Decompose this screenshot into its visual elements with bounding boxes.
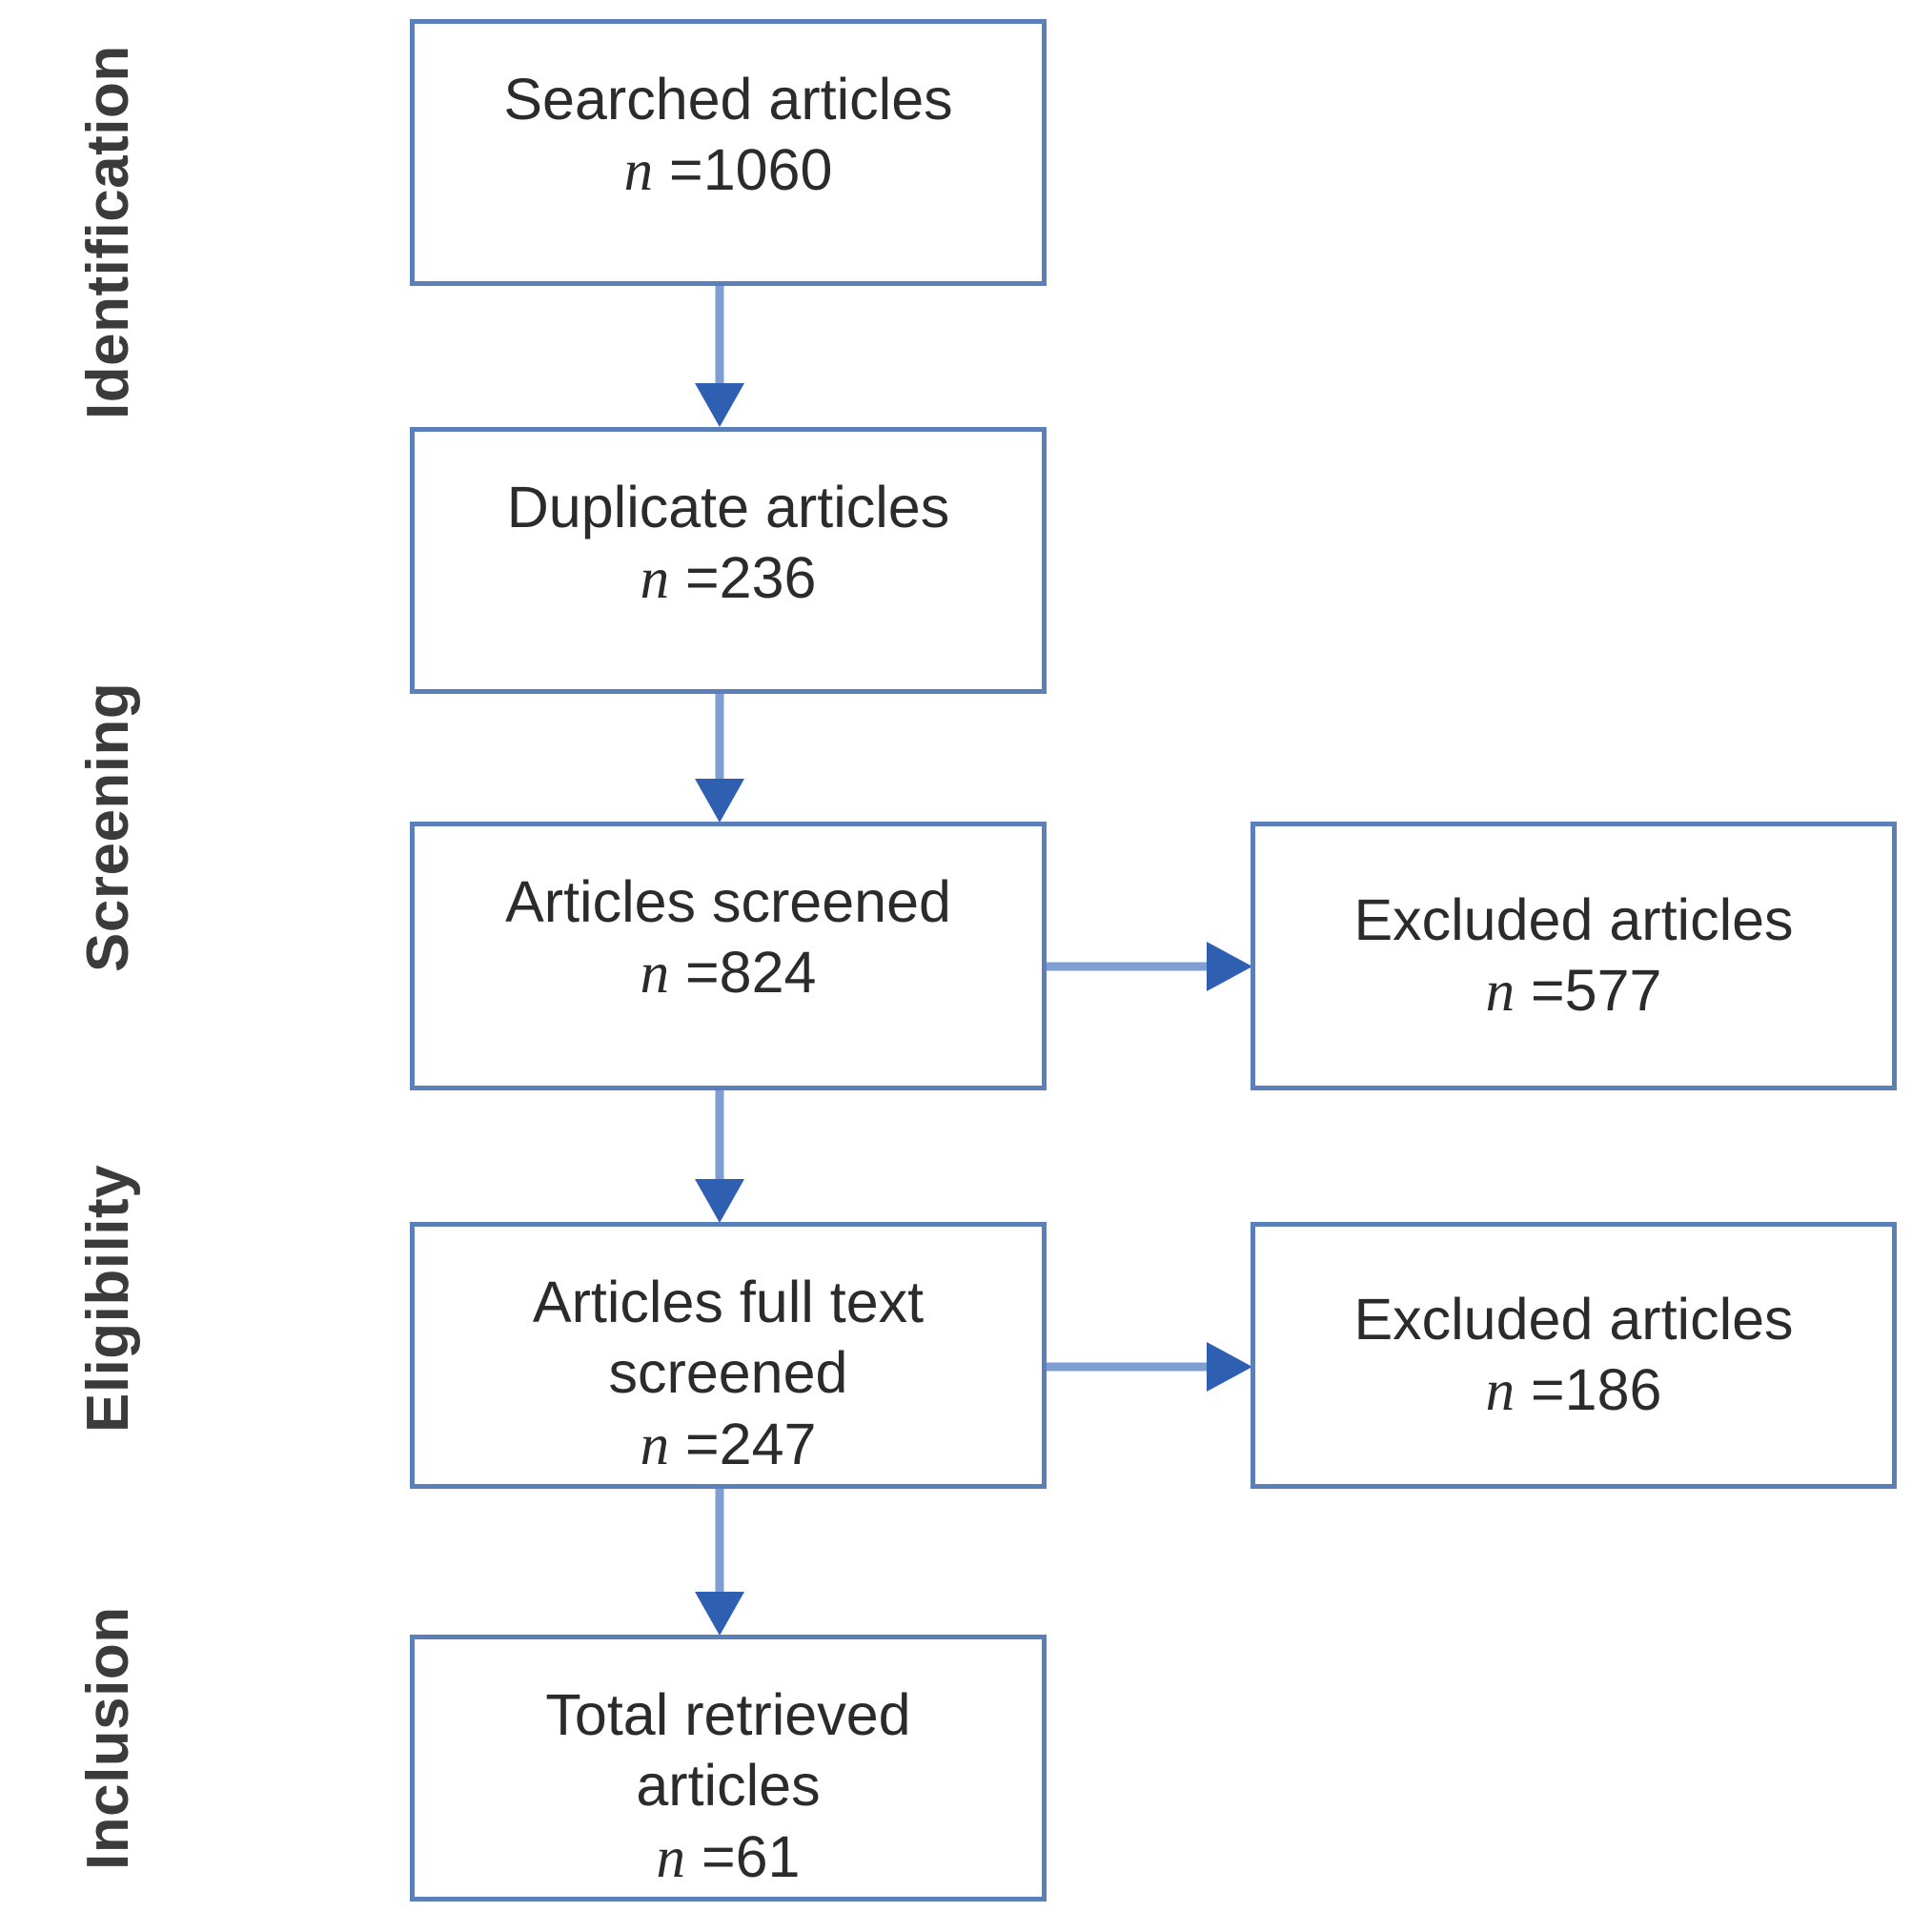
node-duplicate-articles-title: Duplicate articles bbox=[506, 475, 950, 539]
equals-symbol: = bbox=[669, 545, 720, 611]
arrow-screened-to-excluded-577 bbox=[1043, 926, 1254, 1007]
node-searched-articles-count: n =1060 bbox=[624, 134, 833, 207]
arrow-screened-to-fulltext bbox=[680, 1088, 760, 1225]
equals-symbol: = bbox=[1515, 958, 1565, 1023]
node-total-retrieved-articles-count: n =61 bbox=[657, 1821, 801, 1894]
n-symbol: n bbox=[623, 139, 654, 204]
equals-symbol: = bbox=[685, 1823, 736, 1889]
arrow-duplicate-to-screened bbox=[680, 691, 760, 824]
node-articles-screened-title: Articles screened bbox=[505, 869, 951, 934]
n-symbol: n bbox=[656, 1825, 686, 1890]
n-symbol: n bbox=[640, 1413, 670, 1477]
count-value: 1060 bbox=[702, 137, 833, 203]
node-searched-articles-title: Searched articles bbox=[503, 67, 953, 132]
node-articles-full-text-screened[interactable]: Articles full text screened n =247 bbox=[410, 1222, 1047, 1489]
node-excluded-articles-fulltext-count: n =186 bbox=[1486, 1354, 1662, 1427]
equals-symbol: = bbox=[1515, 1357, 1565, 1422]
node-duplicate-articles[interactable]: Duplicate articles n =236 bbox=[410, 427, 1047, 694]
node-excluded-articles-screening-title: Excluded articles bbox=[1353, 886, 1794, 952]
node-excluded-articles-fulltext-title: Excluded articles bbox=[1353, 1286, 1794, 1352]
count-value: 186 bbox=[1564, 1357, 1662, 1422]
node-total-retrieved-articles[interactable]: Total retrieved articles n =61 bbox=[410, 1635, 1047, 1901]
node-articles-screened-count: n =824 bbox=[641, 937, 817, 1009]
n-symbol: n bbox=[1485, 1359, 1515, 1423]
node-articles-full-text-screened-count: n =247 bbox=[641, 1409, 817, 1481]
equals-symbol: = bbox=[653, 137, 703, 203]
count-value: 577 bbox=[1564, 958, 1662, 1023]
node-duplicate-articles-count: n =236 bbox=[641, 542, 817, 615]
node-excluded-articles-fulltext[interactable]: Excluded articles n =186 bbox=[1251, 1222, 1897, 1489]
n-symbol: n bbox=[1485, 960, 1515, 1024]
count-value: 247 bbox=[719, 1411, 817, 1476]
node-excluded-articles-screening[interactable]: Excluded articles n =577 bbox=[1251, 822, 1897, 1090]
equals-symbol: = bbox=[669, 1411, 720, 1476]
node-total-retrieved-articles-title: Total retrieved articles bbox=[545, 1682, 911, 1819]
count-value: 824 bbox=[719, 940, 817, 1006]
node-searched-articles[interactable]: Searched articles n =1060 bbox=[410, 19, 1047, 286]
count-value: 61 bbox=[735, 1823, 801, 1889]
node-excluded-articles-screening-count: n =577 bbox=[1486, 955, 1662, 1027]
arrow-fulltext-to-excluded-186 bbox=[1043, 1327, 1254, 1407]
arrow-fulltext-to-total bbox=[680, 1487, 760, 1637]
arrow-searched-to-duplicate bbox=[680, 284, 760, 429]
n-symbol: n bbox=[640, 547, 670, 612]
n-symbol: n bbox=[640, 942, 670, 1007]
count-value: 236 bbox=[719, 545, 817, 611]
node-articles-full-text-screened-title: Articles full text screened bbox=[532, 1270, 925, 1406]
node-articles-screened[interactable]: Articles screened n =824 bbox=[410, 822, 1047, 1090]
equals-symbol: = bbox=[669, 940, 720, 1006]
